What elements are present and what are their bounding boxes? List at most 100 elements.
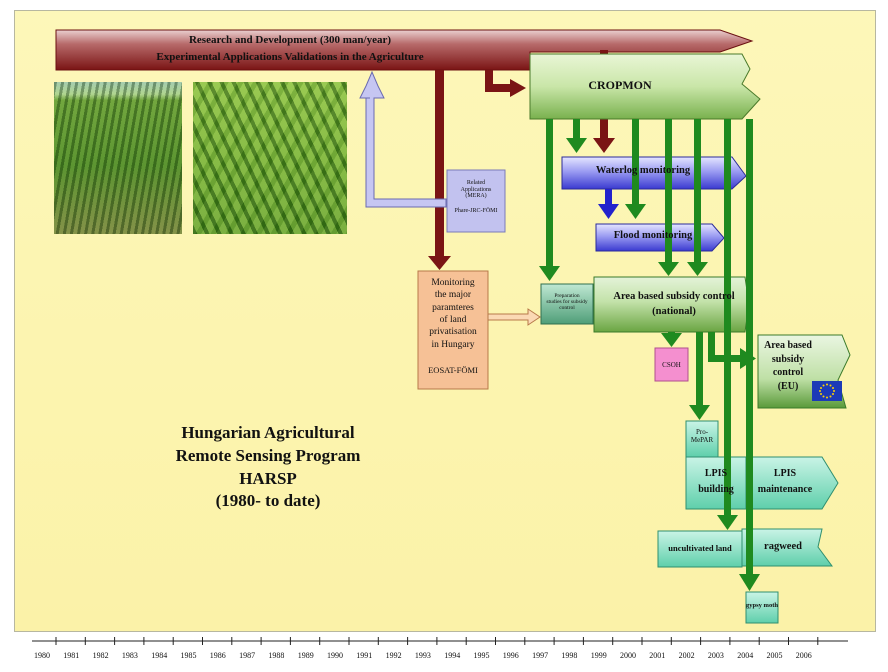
eosat-label: EOSAT-FÖMI — [428, 365, 478, 376]
land-line-5: privatisation — [429, 327, 477, 338]
mera-line-2: Applications — [460, 186, 492, 193]
banner-subtitle: Experimental Applications Validations in… — [90, 51, 490, 64]
blue-arrow — [598, 189, 619, 219]
program-title: Hungarian Agricultural Remote Sensing Pr… — [118, 422, 418, 513]
banner-title: Research and Development (300 man/year) — [150, 34, 430, 47]
timeline-year-label: 2005 — [767, 651, 783, 660]
eu-stars — [819, 383, 835, 399]
prep-line-2: studies for subsidy — [546, 299, 588, 306]
timeline-year-label: 1999 — [591, 651, 607, 660]
timeline-ticks — [55, 637, 819, 645]
cropmon-box — [529, 53, 761, 120]
area-eu-label: Area based subsidy control (EU) — [758, 340, 818, 392]
gypsy-moth-box — [745, 591, 779, 624]
timeline-year-label: 1983 — [122, 651, 138, 660]
csoh-box — [654, 347, 689, 382]
prep-line-3: control — [559, 305, 575, 312]
lpis-building-line-2: building — [698, 483, 734, 495]
timeline-year-label: 1986 — [210, 651, 226, 660]
area-national-line-2: (national) — [652, 306, 696, 318]
timeline-year-label: 1989 — [298, 651, 314, 660]
timeline-year-label: 1982 — [93, 651, 109, 660]
timeline-year-label: 1995 — [474, 651, 490, 660]
land-line-2: the major — [434, 290, 472, 301]
title-line-2: Remote Sensing Program — [175, 445, 361, 465]
timeline-year-label: 1991 — [356, 651, 372, 660]
flood-label: Flood monitoring — [613, 230, 693, 241]
timeline: 1980 1981 1982 1983 1984 1985 1986 1987 1988 1989… — [32, 637, 848, 660]
waterlog-label: Waterlog monitoring — [595, 165, 691, 176]
lpis-maintenance-line-2: maintenance — [757, 483, 813, 495]
area-eu-line-1: Area based — [764, 340, 812, 351]
csoh-label: CSOH — [662, 361, 681, 369]
lpis-building-line-1: LPIS — [704, 468, 728, 479]
timeline-year-label: 1988 — [268, 651, 284, 660]
title-line-4: (1980- to date) — [215, 491, 321, 511]
timeline-year-label: 2006 — [796, 651, 812, 660]
mera-box — [446, 169, 506, 233]
timeline-year-label: 1980 — [34, 651, 50, 660]
area-national-label: Area based subsidy control (national) — [590, 291, 758, 318]
timeline-year-label: 1993 — [415, 651, 431, 660]
lpis-maintenance-label: LPIS maintenance — [746, 468, 824, 495]
land-privatisation-box — [417, 270, 489, 390]
mera-up-arrow — [359, 70, 447, 208]
peach-arrow — [487, 308, 541, 326]
timeline-year-label: 1992 — [386, 651, 402, 660]
timeline-year-label: 1994 — [444, 651, 460, 660]
ragweed-box — [741, 528, 833, 567]
pro-mepar-box — [685, 420, 719, 458]
timeline-year-label: 1984 — [151, 651, 167, 660]
lpis-building-box — [685, 456, 747, 510]
timeline-year-label: 1985 — [181, 651, 197, 660]
ragweed-label: ragweed — [764, 541, 802, 552]
area-national-line-1: Area based subsidy control — [613, 291, 735, 302]
land-line-4: of land — [439, 315, 467, 326]
land-privatisation-label: Monitoring the major paramteres of land … — [418, 277, 488, 376]
mera-label: Related Applications (MERA) Phare-JRC-FÖ… — [447, 180, 505, 214]
timeline-year-label: 1997 — [532, 651, 548, 660]
timeline-year-label: 2002 — [679, 651, 695, 660]
lpis-maintenance-line-1: LPIS — [773, 468, 797, 479]
lpis-building-label: LPIS building — [686, 468, 746, 495]
eu-flag-icon — [812, 381, 842, 401]
timeline-year-label: 1981 — [63, 651, 79, 660]
pro-mepar-label: Pro- MePAR — [686, 428, 718, 444]
prep-label: Preparation studies for subsidy control — [541, 293, 593, 311]
banner-line-2: Experimental Applications Validations in… — [156, 51, 424, 63]
timeline-year-label: 1990 — [327, 651, 343, 660]
pro-mepar-line-1: Pro- — [695, 428, 709, 436]
timeline-year-label: 2003 — [708, 651, 724, 660]
uncultivated-land-box — [657, 530, 743, 568]
crop-field-photo — [54, 82, 182, 234]
land-line-6: in Hungary — [431, 339, 475, 350]
prep-studies-box — [540, 283, 594, 325]
area-eu-line-2: subsidy — [771, 353, 805, 365]
timeline-year-label: 2000 — [620, 651, 636, 660]
land-line-3: paramteres — [432, 302, 474, 313]
maize-leaves-photo — [193, 82, 347, 234]
timeline-year-label: 2004 — [737, 651, 753, 660]
gypsy-moth-label: gypsy moth — [746, 602, 778, 609]
timeline-year-label: 1998 — [561, 651, 577, 660]
area-eu-line-3: control — [772, 367, 804, 378]
cropmon-label: CROPMON — [588, 78, 652, 92]
timeline-year-labels: 1980 1981 1982 1983 1984 1985 1986 1987 1988 1989… — [34, 651, 812, 660]
mera-line-3: (MERA) — [465, 193, 487, 200]
mera-line-1: Related — [466, 180, 486, 186]
area-eu-line-4: (EU) — [777, 380, 799, 392]
dark-red-arrows — [55, 29, 754, 270]
uncultivated-label: uncultivated land — [668, 543, 732, 553]
land-line-1: Monitoring — [431, 278, 475, 288]
green-arrows — [539, 119, 760, 591]
mera-line-4: Phare-JRC-FÖMI — [454, 207, 498, 214]
title-line-3: HARSP — [239, 468, 297, 488]
prep-line-1: Preparation — [554, 293, 580, 299]
timeline-year-label: 1987 — [239, 651, 255, 660]
flood-box — [595, 223, 725, 252]
research-banner — [55, 29, 754, 71]
timeline-year-label: 1996 — [503, 651, 519, 660]
pro-mepar-line-2: MePAR — [690, 436, 714, 445]
